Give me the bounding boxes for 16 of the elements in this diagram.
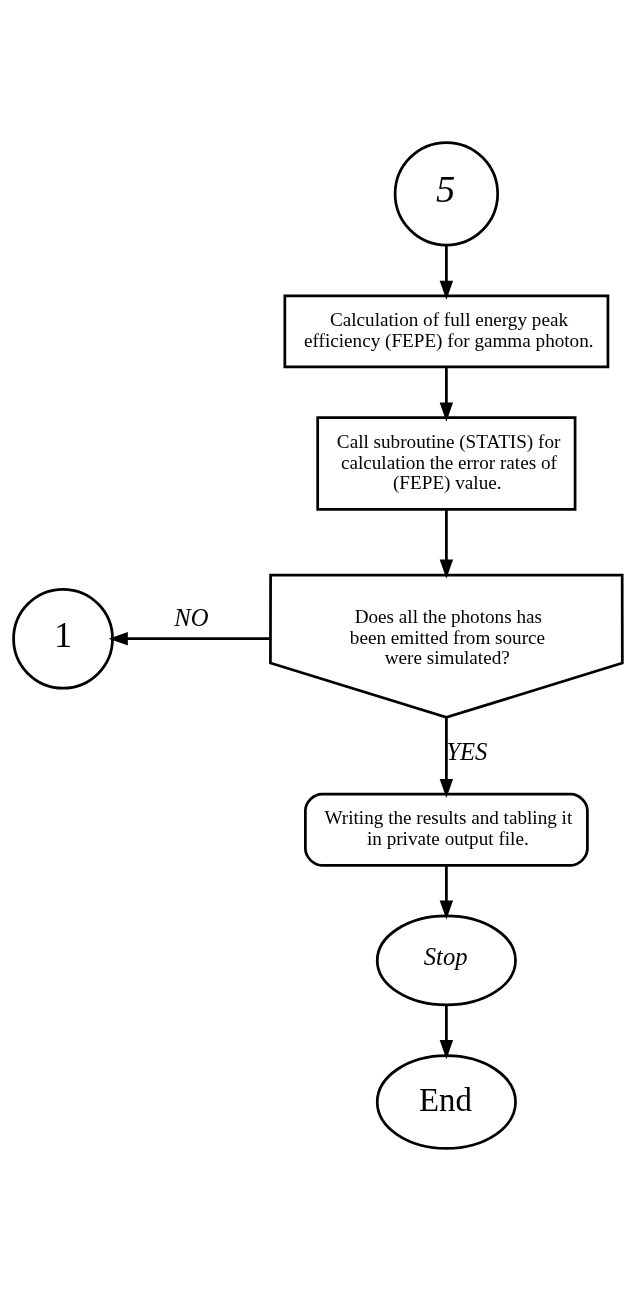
- arrow: [439, 509, 454, 579]
- arrow: [439, 367, 454, 422]
- node-box: Calculation of full energy peak efficiency (FEPE) for gamma photon.: [283, 294, 610, 369]
- arrow: [439, 717, 454, 799]
- edge-label: NO: [174, 603, 209, 631]
- arrow: [439, 1005, 454, 1060]
- node-box: Writing the results and tabling it in private output file.: [304, 792, 589, 867]
- node-ellipse: Stop: [375, 914, 517, 1007]
- arrow: [108, 632, 271, 646]
- node-circle: 5: [393, 141, 500, 247]
- edge-label: YES: [446, 738, 488, 766]
- node-box: Call subroutine (STATIS) for calculation the error rates of (FEPE) value.: [316, 416, 577, 511]
- arrow: [439, 865, 454, 920]
- arrow: [439, 245, 454, 300]
- node-circle: 1: [12, 587, 114, 690]
- node-ellipse: End: [375, 1054, 517, 1150]
